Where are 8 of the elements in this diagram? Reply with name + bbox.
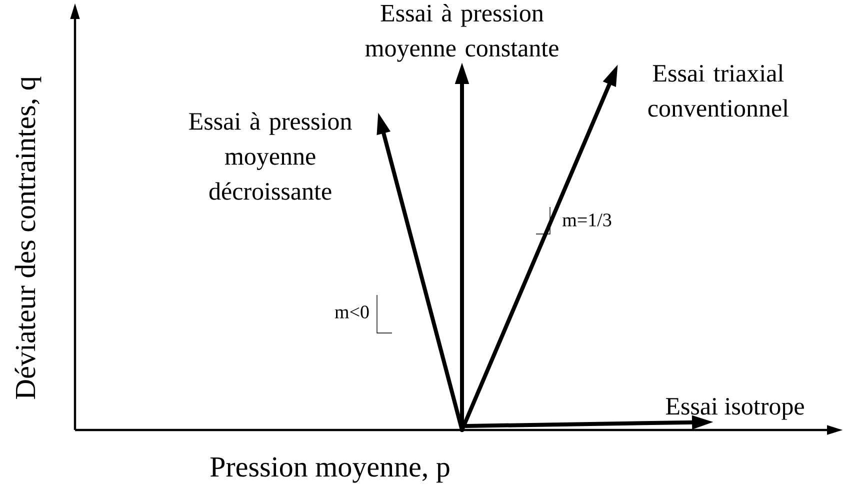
axis-label: Pression moyenne, p — [210, 457, 450, 483]
test-label: Essai isotrope — [666, 398, 804, 420]
test-label: Essai à pression moyenne décroissante — [189, 112, 352, 200]
slope-label: m=1/3 — [562, 214, 612, 226]
axis-label: Déviateur des contraintes, q — [14, 76, 42, 400]
test-label: Essai triaxial conventionnel — [648, 64, 789, 117]
slope-label: m<0 — [334, 306, 369, 318]
test-label: Essai à pression moyenne constante — [365, 4, 558, 62]
